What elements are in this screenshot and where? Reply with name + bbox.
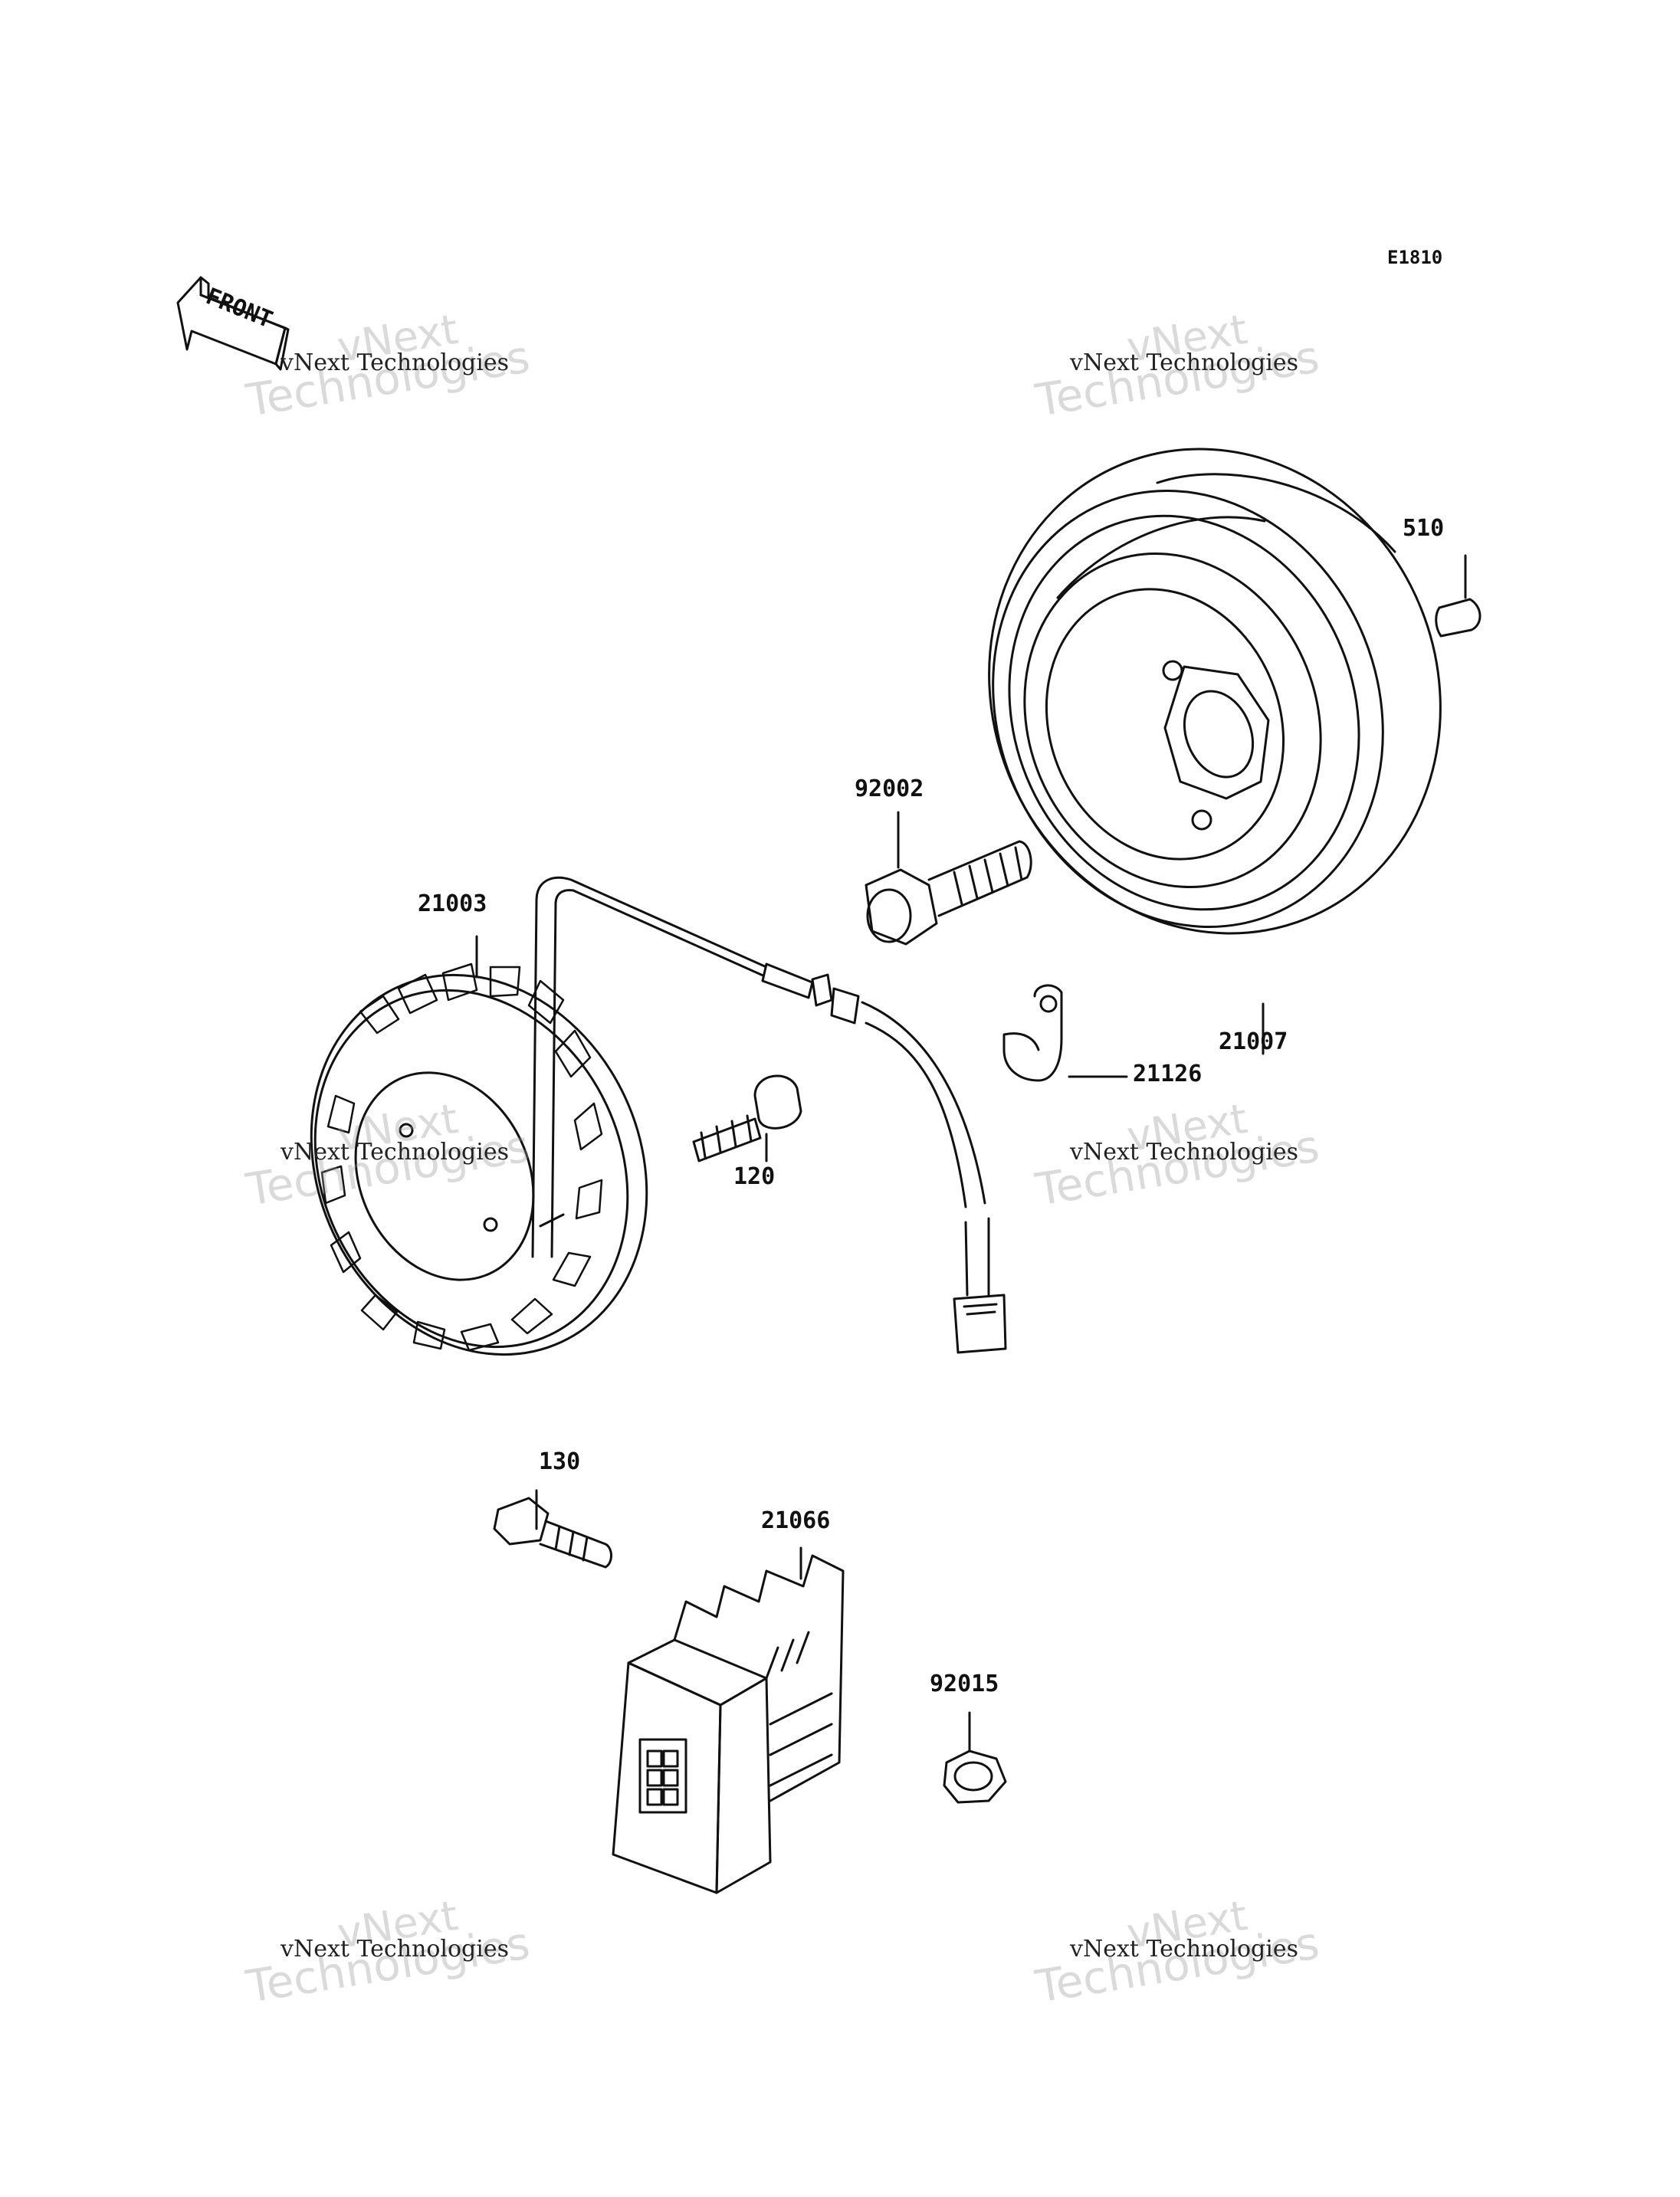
watermark: vNext Technologies vNext Technologies xyxy=(1032,1094,1364,1216)
part-label-21007: 21007 xyxy=(1219,1028,1288,1055)
wire-harness-drawing xyxy=(761,962,1007,1354)
watermark: vNext Technologies vNext Technologies xyxy=(1032,305,1364,427)
part-label-92015: 92015 xyxy=(930,1671,999,1697)
watermark-small: vNext Technologies xyxy=(281,349,510,376)
stator-bolt-drawing xyxy=(692,1074,802,1162)
regulator-rectifier-drawing xyxy=(612,1546,845,1894)
wire-clamp-drawing xyxy=(1002,984,1128,1082)
front-arrow-icon xyxy=(176,276,290,371)
watermark: vNext Technologies vNext Technologies xyxy=(243,305,575,427)
woodruff-key-drawing xyxy=(1435,554,1481,638)
part-label-120: 120 xyxy=(733,1163,776,1190)
stator-coil-drawing xyxy=(310,876,768,1356)
part-label-130: 130 xyxy=(539,1448,581,1475)
watermark-small: vNext Technologies xyxy=(1070,1936,1299,1963)
watermark-small: vNext Technologies xyxy=(1070,1139,1299,1166)
part-label-21066: 21066 xyxy=(761,1507,831,1534)
flywheel-rotor-drawing xyxy=(988,448,1442,1055)
regulator-bolt-drawing xyxy=(493,1489,612,1569)
part-label-21003: 21003 xyxy=(418,890,487,917)
diagram-code: E1810 xyxy=(1387,247,1443,268)
watermark-small: vNext Technologies xyxy=(281,1139,510,1166)
part-label-21126: 21126 xyxy=(1133,1061,1203,1087)
flange-bolt-drawing xyxy=(865,811,1032,946)
watermark: vNext Technologies vNext Technologies xyxy=(243,1891,575,2013)
part-label-510: 510 xyxy=(1403,515,1445,542)
flange-nut-drawing xyxy=(943,1711,1007,1804)
part-label-92002: 92002 xyxy=(855,776,924,802)
watermark: vNext Technologies vNext Technologies xyxy=(1032,1891,1364,2013)
watermark-small: vNext Technologies xyxy=(281,1936,510,1963)
watermark: vNext Technologies vNext Technologies xyxy=(243,1094,575,1216)
watermark-small: vNext Technologies xyxy=(1070,349,1299,376)
